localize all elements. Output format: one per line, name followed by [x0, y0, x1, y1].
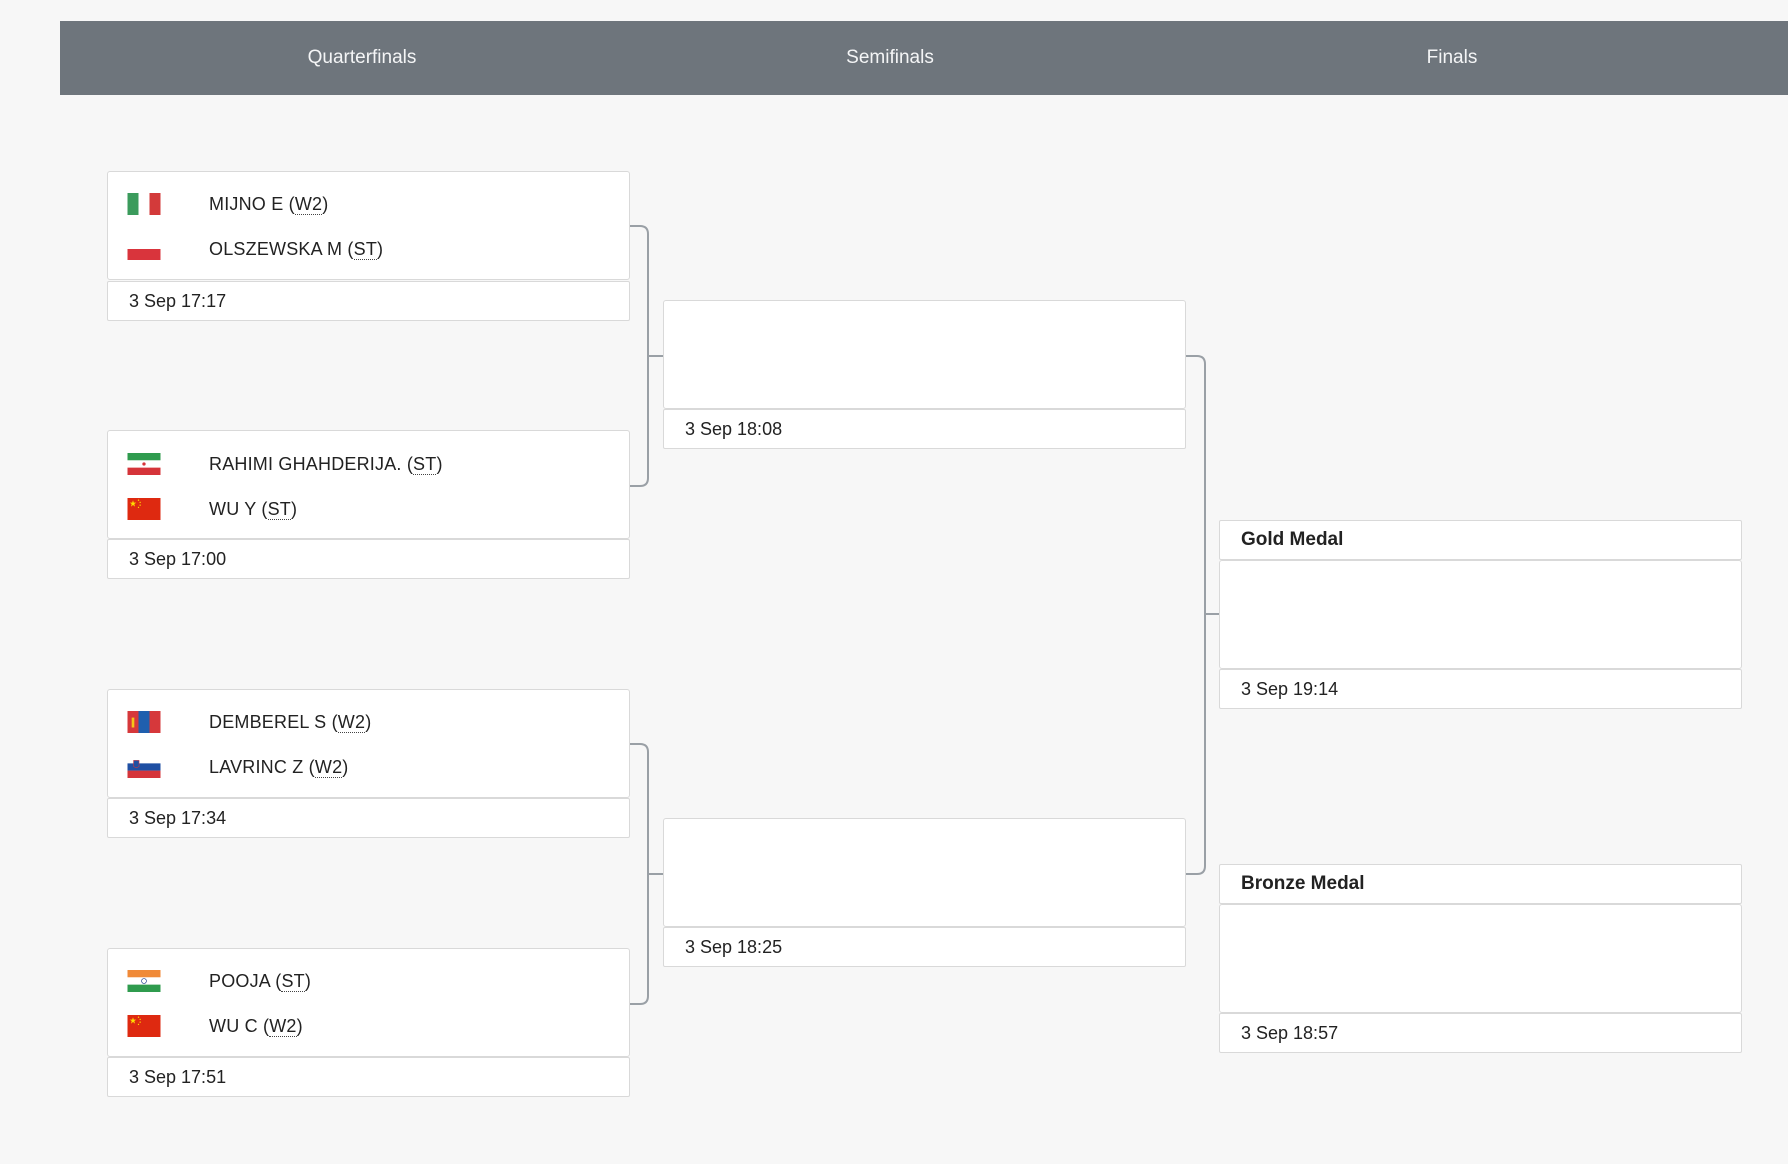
- player-row[interactable]: POOJA (ST): [108, 960, 629, 1002]
- class-abbr: ST: [281, 970, 305, 992]
- player-name: WU C (W2): [209, 1015, 303, 1037]
- match-date: 3 Sep 17:17: [107, 281, 630, 321]
- match-box-sf-1[interactable]: [663, 300, 1186, 409]
- player-name: MIJNO E (W2): [209, 193, 329, 215]
- match-date: 3 Sep 19:14: [1219, 669, 1742, 709]
- india-flag-icon: [127, 970, 161, 992]
- player-row[interactable]: MIJNO E (W2): [108, 183, 629, 225]
- match-box-qf-4[interactable]: POOJA (ST) WU C (W2): [107, 948, 630, 1057]
- player-row[interactable]: WU C (W2): [108, 1005, 629, 1047]
- player-row[interactable]: RAHIMI GHAHDERIJA. (ST): [108, 443, 629, 485]
- player-name: RAHIMI GHAHDERIJA. (ST): [209, 453, 443, 475]
- italy-flag-icon: [127, 193, 161, 215]
- match-box-sf-2[interactable]: [663, 818, 1186, 927]
- player-name: POOJA (ST): [209, 970, 312, 992]
- match-box-qf-2[interactable]: RAHIMI GHAHDERIJA. (ST) WU Y (ST): [107, 430, 630, 539]
- player-row[interactable]: WU Y (ST): [108, 488, 629, 530]
- class-abbr: ST: [413, 453, 437, 475]
- player-name: OLSZEWSKA M (ST): [209, 238, 384, 260]
- match-box-qf-3[interactable]: DEMBEREL S (W2) LAVRINC Z (W2): [107, 689, 630, 798]
- connector-qf-1-2: [630, 225, 649, 487]
- player-name: LAVRINC Z (W2): [209, 756, 349, 778]
- player-name: DEMBEREL S (W2): [209, 711, 372, 733]
- gold-medal-label: Gold Medal: [1219, 520, 1742, 560]
- bronze-medal-label: Bronze Medal: [1219, 864, 1742, 904]
- class-abbr: ST: [267, 498, 291, 520]
- player-row[interactable]: LAVRINC Z (W2): [108, 746, 629, 788]
- iran-flag-icon: [127, 453, 161, 475]
- connector-qf-3-4: [630, 743, 649, 1005]
- match-box-gold-medal[interactable]: [1219, 560, 1742, 669]
- china-flag-icon: [127, 1015, 161, 1037]
- player-name: WU Y (ST): [209, 498, 298, 520]
- round-header: Quarterfinals Semifinals Finals: [60, 21, 1788, 95]
- match-date: 3 Sep 18:08: [663, 409, 1186, 449]
- match-date: 3 Sep 17:00: [107, 539, 630, 579]
- china-flag-icon: [127, 498, 161, 520]
- match-box-qf-1[interactable]: MIJNO E (W2) OLSZEWSKA M (ST): [107, 171, 630, 280]
- poland-flag-icon: [127, 238, 161, 260]
- header-finals: Finals: [1426, 47, 1478, 68]
- header-semifinals: Semifinals: [846, 47, 934, 68]
- class-abbr: ST: [353, 238, 378, 260]
- slovenia-flag-icon: [127, 756, 161, 778]
- player-row[interactable]: DEMBEREL S (W2): [108, 701, 629, 743]
- class-abbr: W2: [269, 1015, 297, 1037]
- class-abbr: W2: [314, 756, 343, 778]
- match-box-bronze-medal[interactable]: [1219, 904, 1742, 1013]
- match-date: 3 Sep 18:57: [1219, 1013, 1742, 1053]
- class-abbr: W2: [294, 193, 323, 215]
- match-date: 3 Sep 17:51: [107, 1057, 630, 1097]
- header-quarterfinals: Quarterfinals: [307, 47, 417, 68]
- player-row[interactable]: OLSZEWSKA M (ST): [108, 228, 629, 270]
- match-date: 3 Sep 18:25: [663, 927, 1186, 967]
- mongolia-flag-icon: [127, 711, 161, 733]
- class-abbr: W2: [337, 711, 366, 733]
- match-date: 3 Sep 17:34: [107, 798, 630, 838]
- connector-sf-1-2: [1186, 355, 1206, 875]
